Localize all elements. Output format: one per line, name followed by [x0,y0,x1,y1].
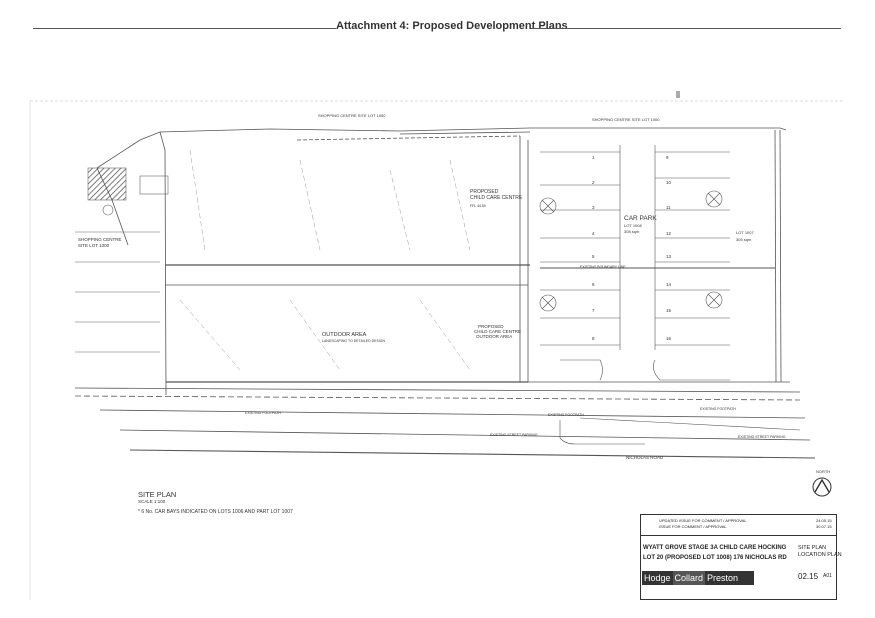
shopping-left-line-1: SHOPPING CENTRE [78,237,122,242]
footpath-c-label: EXISTING FOOTPATH [700,407,736,411]
drawing-date: 02.15 [798,572,819,581]
drawing-title-1: SITE PLAN [798,545,827,551]
bay-number: 14 [666,282,672,287]
proposed-centre-line-1: PROPOSED [470,189,499,195]
header-rule-right [531,28,841,29]
bay-number: 7 [592,308,595,313]
shopping-top-left-label: SHOPPING CENTRE SITE LOT 1000 [318,113,386,118]
proposed-outdoor-line-2: CHILD CARE CENTRE [474,329,521,334]
north-label: NORTH [816,469,830,474]
lot-1007-area-label: 305 sqm [736,237,752,242]
logo-word-3: Preston [707,573,739,583]
title-block-rule [641,535,836,536]
car-park-lot-label: LOT 1008 [624,223,642,228]
project-line-2: LOT 20 (PROPOSED LOT 1008) 176 NICHOLAS … [643,555,787,561]
revision-2: ISSUE FOR COMMENT / APPROVAL [659,524,727,529]
revision-date-1: 24.05.15 [816,518,832,523]
bay-number: 15 [666,308,672,313]
title-block: UPDATED ISSUE FOR COMMENT / APPROVAL ISS… [640,514,842,600]
proposed-outdoor-line-3: OUTDOOR AREA [476,334,512,339]
bay-number: 10 [666,180,672,185]
shopping-top-right-label: SHOPPING CENTRE SITE LOT 1000 [592,117,660,122]
bay-number: 13 [666,254,672,259]
bay-number: 11 [666,205,671,210]
page-title: Attachment 4: Proposed Development Plans [336,20,568,32]
bay-number: 1 [592,155,595,160]
bay-number: 16 [666,336,672,341]
site-plan-note: * 6 No. CAR BAYS INDICATED ON LOTS 1006 … [138,509,293,515]
parking-b-label: EXISTING STREET PARKING [738,435,786,439]
bay-number: 6 [592,282,595,287]
revision-1: UPDATED ISSUE FOR COMMENT / APPROVAL [659,518,747,523]
lot-1007-label: LOT 1007 [736,230,754,235]
outdoor-area-label: OUTDOOR AREA [322,332,367,338]
centre-area-label: FFL 44.50 [470,204,486,208]
outdoor-note-label: LANDSCAPING TO DETAILED DESIGN [322,339,385,343]
drawing-title-2: LOCATION PLAN [798,552,842,558]
car-park-label: CAR PARK [624,215,657,222]
bay-number: 9 [666,155,669,160]
footpath-a-label: EXISTING FOOTPATH [245,411,281,415]
existing-boundary-label: EXISTING BOUNDARY LINE [580,265,626,269]
footpath-b-label: EXISTING FOOTPATH [548,413,584,417]
bay-number: 2 [592,180,595,185]
parking-a-label: EXISTING STREET PARKING [490,433,538,437]
shopping-left-line-2: SITE LOT 1000 [78,243,110,248]
page-header: Attachment 4: Proposed Development Plans [0,14,875,34]
header-rule-left [33,28,336,29]
bay-number: 4 [592,231,595,236]
project-line-1: WYATT GROVE STAGE 3A CHILD CARE HOCKING [643,545,787,551]
proposed-outdoor-line-1: PROPOSED [478,324,504,329]
title-block-top [641,515,836,516]
site-plan-title: SITE PLAN [138,490,176,499]
bay-number: 5 [592,254,595,259]
bay-number: 8 [592,336,595,341]
logo-word-1: Hodge [644,573,671,583]
logo-word-2: Collard [672,571,706,585]
north-arrow-icon [812,477,832,497]
car-park-area-label: 308 sqm [624,229,640,234]
road-label: NICHOLAS ROAD [626,455,664,460]
revision-date-2: 30.07.15 [816,524,832,529]
proposed-centre-line-2: CHILD CARE CENTRE [470,195,523,201]
site-plan-scale: SCALE 1:100 [138,499,166,504]
bay-number: 12 [666,231,672,236]
sheet-number: A01 [823,573,832,579]
bay-number: 3 [592,205,595,210]
